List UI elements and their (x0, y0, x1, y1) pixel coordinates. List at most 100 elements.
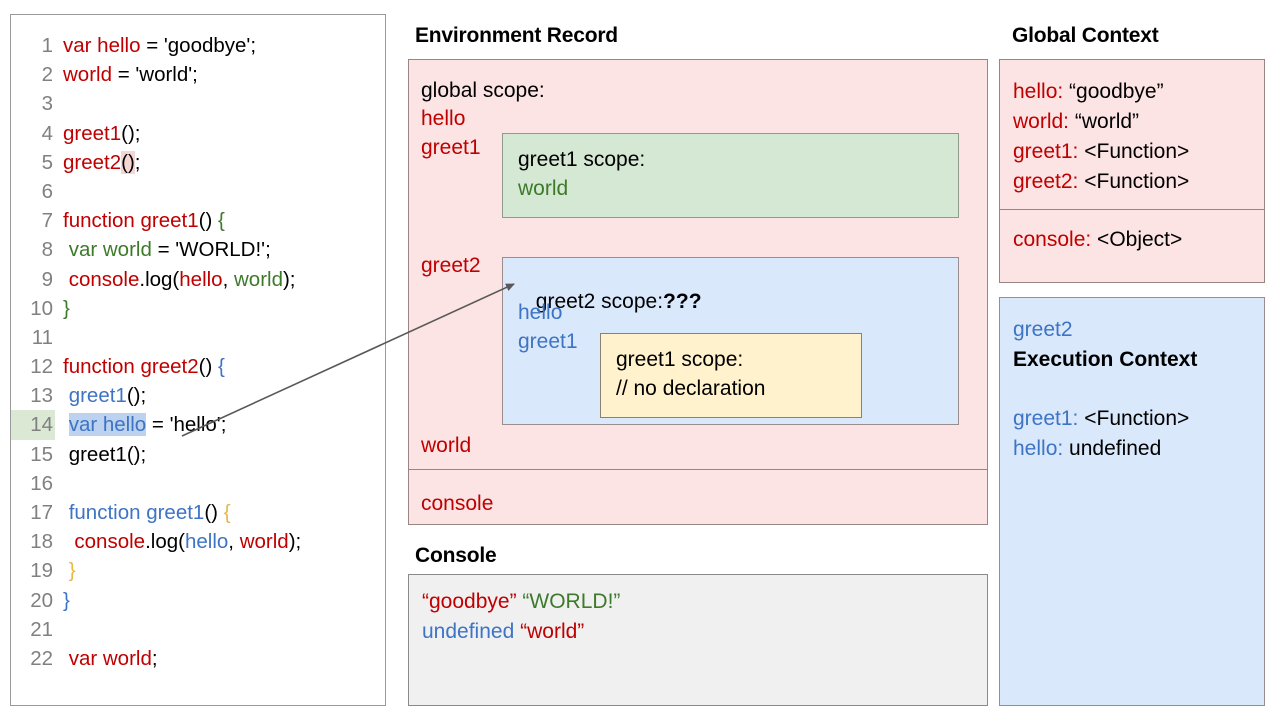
code-line-text: var world; (55, 644, 158, 673)
code-line-text: greet1(); (55, 119, 141, 148)
binding-value: “world” (1069, 110, 1140, 133)
code-token: hello (179, 267, 223, 291)
env-binding-greet1: greet1 (421, 136, 481, 159)
code-line[interactable]: 18 console.log(hello, world); (11, 527, 385, 556)
code-line[interactable]: 8 var world = 'WORLD!'; (11, 235, 385, 264)
code-token: var hello (68, 413, 147, 437)
code-token: = 'WORLD!'; (151, 238, 271, 262)
code-line[interactable]: 17 function greet1() { (11, 498, 385, 527)
code-token: } (63, 296, 70, 320)
code-token: (); (121, 121, 141, 145)
binding-value: “goodbye” (1063, 80, 1164, 103)
global-context-title: Global Context (1012, 24, 1159, 47)
line-number: 12 (30, 355, 53, 379)
line-number: 13 (30, 384, 53, 408)
code-token: world (239, 530, 289, 554)
code-line[interactable]: 19 } (11, 556, 385, 585)
greet1-scope-entry-world: world (518, 177, 569, 200)
binding-value: undefined (1063, 437, 1162, 460)
code-token: console (74, 530, 146, 554)
line-number: 20 (30, 588, 53, 612)
code-token: { (217, 209, 225, 233)
code-line-text: greet1(); (55, 381, 147, 410)
binding-key: console: (1013, 228, 1092, 251)
code-line[interactable]: 10} (11, 294, 385, 323)
binding-value: <Object> (1091, 228, 1183, 251)
binding-key: greet1: (1013, 140, 1079, 163)
line-number: 22 (30, 646, 53, 670)
binding-key: hello: (1013, 437, 1064, 460)
line-number: 21 (30, 617, 53, 641)
code-token: { (217, 355, 225, 379)
code-line-text: console.log(hello, world); (55, 265, 296, 294)
console-token: undefined (422, 620, 515, 643)
console-output-box: “goodbye” “WORLD!”undefined “world” (408, 574, 988, 706)
code-line[interactable]: 20} (11, 586, 385, 615)
greet1-scope-box: greet1 scope: world (502, 133, 959, 218)
code-token: .log( (145, 530, 185, 554)
line-number: 16 (30, 471, 53, 495)
code-line-text: var hello = 'goodbye'; (55, 31, 256, 60)
code-line-text: greet2(); (55, 148, 141, 177)
code-token: .log( (139, 267, 180, 291)
code-token: world (63, 63, 112, 87)
code-token: = 'goodbye'; (140, 34, 257, 57)
nested-greet1-scope-box: greet1 scope: // no declaration (600, 333, 862, 418)
line-number: 10 (30, 296, 53, 320)
execution-context-binding: greet1: <Function> (1013, 404, 1189, 434)
code-token: = 'hello'; (146, 413, 227, 437)
code-token: function greet2 (63, 355, 199, 379)
code-token: hello (184, 530, 229, 554)
binding-value: <Function> (1078, 140, 1190, 163)
code-token (63, 413, 69, 436)
line-number: 1 (41, 34, 53, 57)
env-binding-greet2: greet2 (421, 254, 481, 277)
line-number: 7 (41, 209, 53, 233)
environment-record-title: Environment Record (415, 24, 618, 47)
code-line[interactable]: 13 greet1(); (11, 381, 385, 410)
code-line[interactable]: 16 (11, 469, 385, 498)
line-number: 17 (30, 501, 53, 524)
code-line[interactable]: 11 (11, 323, 385, 352)
code-line[interactable]: 15 greet1(); (11, 440, 385, 469)
code-token: var hello (63, 34, 141, 57)
code-line-text: } (55, 556, 76, 585)
code-token: , (222, 267, 234, 291)
line-number: 14 (11, 410, 55, 440)
console-token: “WORLD!” (522, 590, 621, 613)
code-line[interactable]: 21 (11, 615, 385, 644)
code-token (63, 530, 74, 553)
line-number: 4 (41, 121, 53, 145)
code-line-text: world = 'world'; (55, 60, 198, 89)
code-line[interactable]: 6 (11, 177, 385, 206)
environment-record-upper-section (409, 60, 987, 470)
code-token: () (121, 150, 135, 174)
line-number: 9 (41, 267, 53, 291)
code-token: = 'world'; (112, 63, 198, 87)
code-token: ); (282, 267, 296, 291)
code-line[interactable]: 14 var hello = 'hello'; (11, 410, 385, 440)
code-line[interactable]: 22 var world; (11, 644, 385, 673)
code-token: var world (68, 646, 152, 670)
line-number: 19 (30, 559, 53, 583)
code-line-text: function greet2() { (55, 352, 225, 381)
execution-context-binding-list: greet1: <Function>hello: undefined (1013, 404, 1189, 464)
code-token: function greet1 (68, 501, 205, 524)
code-line-text: function greet1() { (55, 498, 231, 527)
code-line-text: console.log(hello, world); (55, 527, 301, 556)
code-line[interactable]: 3 (11, 89, 385, 118)
code-line-text: greet1(); (55, 440, 146, 469)
console-row-list: “goodbye” “WORLD!”undefined “world” (422, 587, 620, 647)
code-line[interactable]: 9 console.log(hello, world); (11, 265, 385, 294)
binding-value: <Function> (1078, 407, 1190, 430)
execution-context-binding: hello: undefined (1013, 434, 1189, 464)
code-token: ); (288, 530, 302, 554)
code-line-text: } (55, 586, 70, 615)
